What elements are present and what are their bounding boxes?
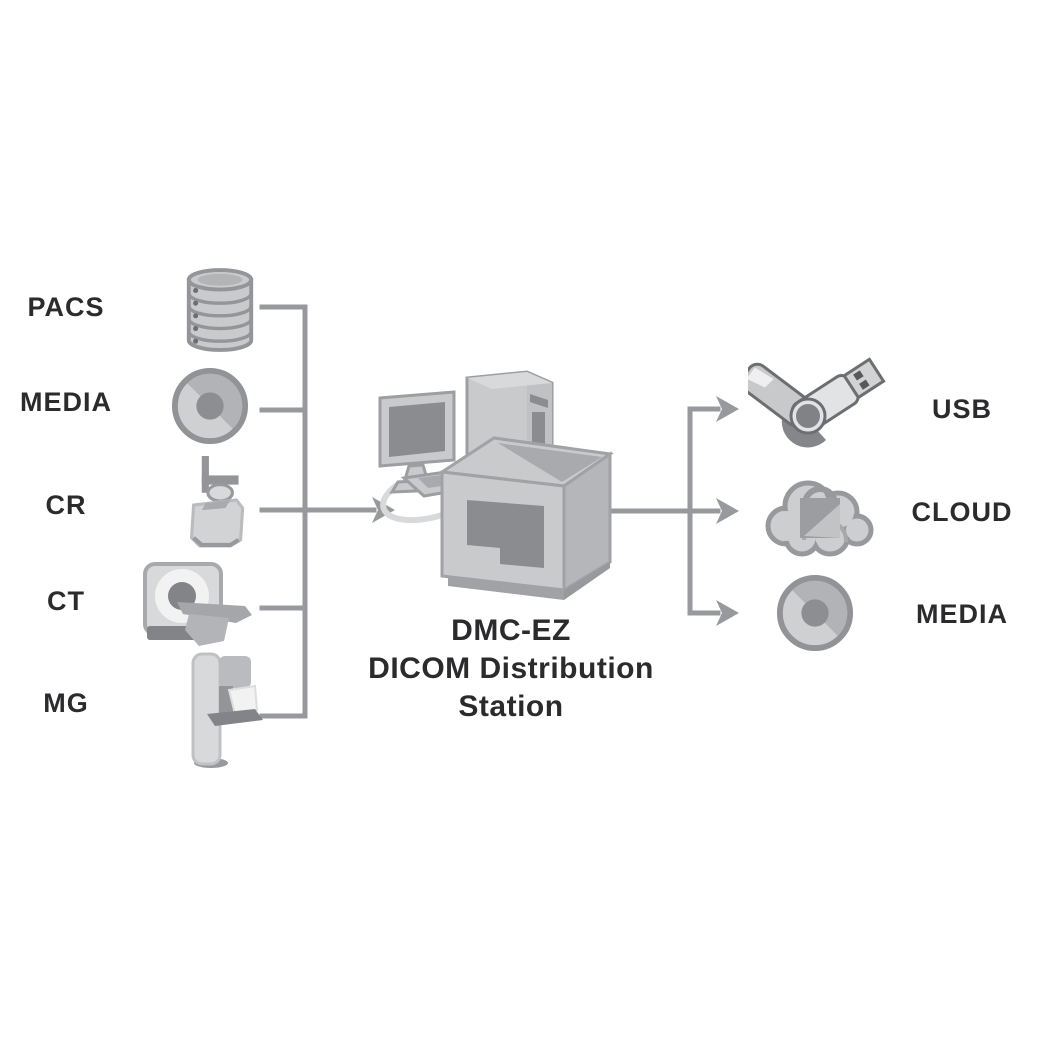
workstation-publisher-icon [372, 370, 644, 618]
station-title: DMC-EZ DICOM Distribution Station [330, 612, 692, 726]
usb-drive-icon [748, 356, 894, 458]
mammography-icon [181, 650, 265, 770]
source-label-cr: CR [45, 490, 87, 520]
output-label-usb: USB [931, 394, 992, 424]
source-label-media: MEDIA [20, 387, 112, 417]
ct-scanner-icon [141, 556, 257, 651]
station-title-line2: DICOM Distribution [368, 652, 654, 685]
cloud-lock-icon [758, 464, 880, 564]
source-label-ct: CT [47, 586, 85, 616]
source-label-mg: MG [43, 688, 89, 718]
output-label-cloud: CLOUD [911, 497, 1013, 527]
disc-icon [776, 574, 854, 652]
arrowhead-cloud [716, 498, 739, 524]
arrowhead-usb [716, 396, 739, 422]
cr-scanner-icon [179, 456, 247, 548]
station-title-line1: DMC-EZ [451, 614, 571, 647]
disc-icon [171, 367, 249, 445]
station-title-line3: Station [458, 690, 564, 723]
arrowhead-media [716, 600, 739, 626]
database-icon [181, 268, 259, 352]
output-label-media: MEDIA [916, 599, 1008, 629]
source-label-pacs: PACS [27, 292, 105, 322]
